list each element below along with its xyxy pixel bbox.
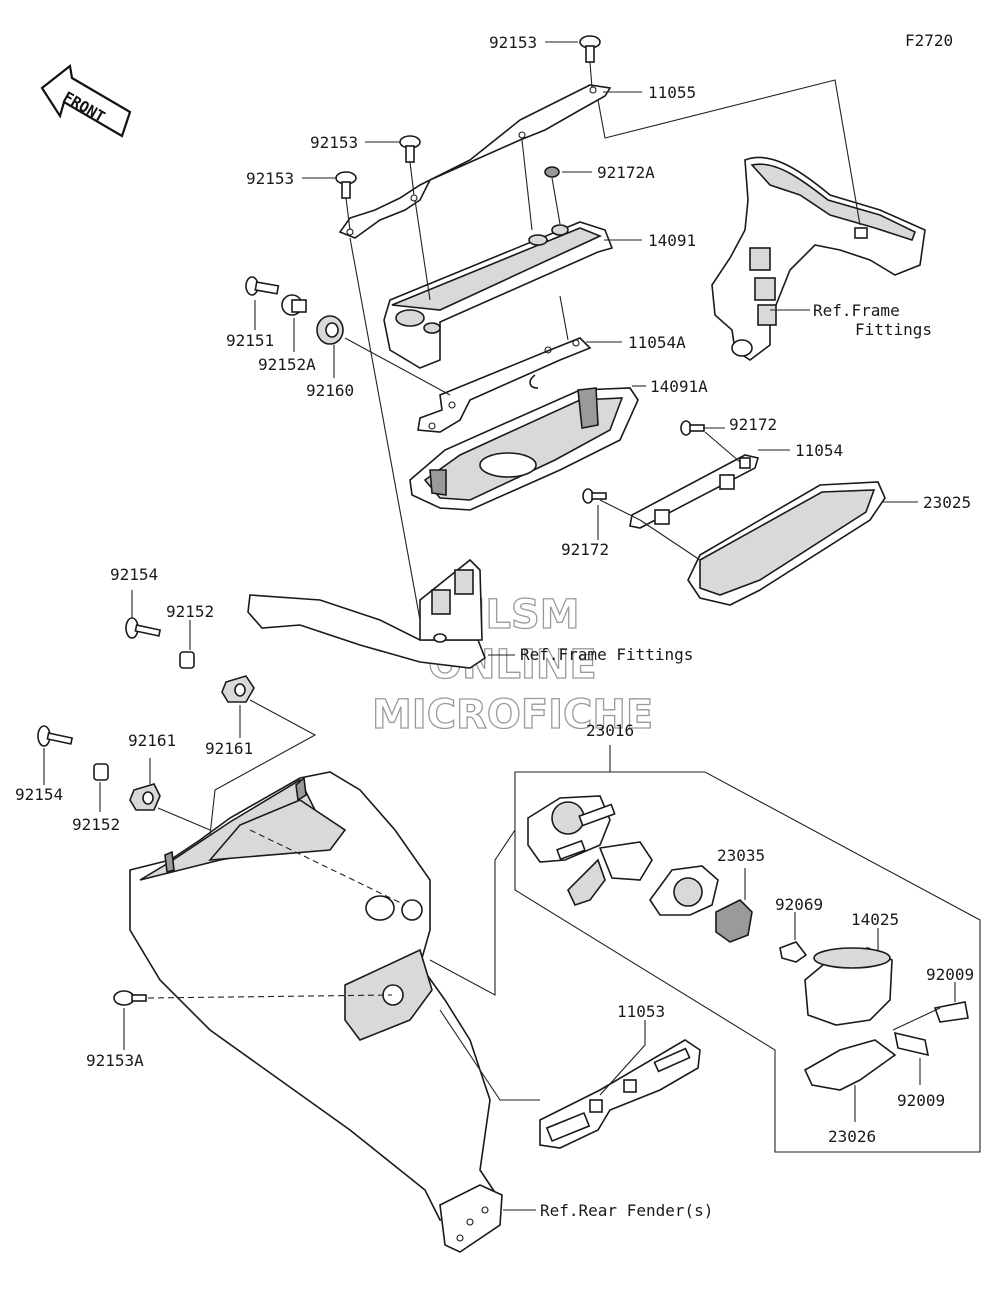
grab-handle-14091-drawing: [383, 221, 614, 369]
collar-92152-upper-icon: [179, 651, 195, 669]
callout-92152-lower: 92152: [72, 815, 120, 834]
callout-92172A: 92172A: [597, 163, 655, 182]
taillight-23025-drawing: [687, 481, 886, 606]
frame-fittings-lower-drawing: [247, 558, 486, 669]
callout-23016: 23016: [586, 721, 634, 740]
callout-92009-upper: 92009: [926, 965, 974, 984]
callout-23035: 23035: [717, 846, 765, 865]
ref-frame-fittings-upper-line-2: Fittings: [855, 320, 932, 339]
screw-92153-left-icon: [335, 171, 357, 199]
callout-92172-upper: 92172: [729, 415, 777, 434]
callout-92009-lower: 92009: [897, 1091, 945, 1110]
watermark: HLSM ONLINE MICROFICHE: [371, 591, 654, 738]
screw-92172-upper-icon: [680, 420, 705, 436]
watermark-line-3: MICROFICHE: [372, 692, 653, 738]
callout-92069: 92069: [775, 895, 823, 914]
callout-labels: 92153 11055 92153 92172A 92153 14091 921…: [15, 33, 974, 1146]
rail-11055-drawing: [338, 84, 612, 239]
small-parts: [37, 35, 705, 1006]
callout-11054A: 11054A: [628, 333, 686, 352]
callout-92172-lower: 92172: [561, 540, 609, 559]
bracket-11054-drawing: [629, 454, 760, 529]
frame-fittings-upper-drawing: [711, 156, 926, 361]
bracket-11054A-drawing: [417, 337, 592, 433]
callout-92161-right: 92161: [205, 739, 253, 758]
callout-92152-upper: 92152: [166, 602, 214, 621]
callout-92154-lower: 92154: [15, 785, 63, 804]
screw-92154-lower-icon: [37, 725, 74, 747]
callout-92153-mid: 92153: [310, 133, 358, 152]
license-bracket-11053-drawing: [539, 1039, 701, 1149]
callout-92153A: 92153A: [86, 1051, 144, 1070]
ref-frame-fittings-lower: Ref.Frame Fittings: [520, 645, 693, 664]
ref-frame-fittings-upper-line-1: Ref.Frame: [813, 301, 900, 320]
collar-92152-lower-icon: [93, 763, 109, 781]
collar-92152A-icon: [281, 294, 307, 316]
license-light-assembly-drawing: [527, 795, 969, 1091]
ref-rear-fender: Ref.Rear Fender(s): [540, 1201, 713, 1220]
callout-23026: 23026: [828, 1127, 876, 1146]
callout-92151: 92151: [226, 331, 274, 350]
screw-92153-mid-icon: [399, 135, 421, 163]
tray-14091A-drawing: [409, 374, 639, 511]
figure-code: F2720: [905, 31, 953, 50]
screw-92153A-icon: [113, 990, 147, 1006]
callout-92154-upper: 92154: [110, 565, 158, 584]
callout-92153-left: 92153: [246, 169, 294, 188]
front-arrow-icon: FRONT: [40, 63, 132, 138]
callout-11055: 11055: [648, 83, 696, 102]
grommet-92160-icon: [316, 315, 344, 345]
callout-14025: 14025: [851, 910, 899, 929]
callout-92153-top: 92153: [489, 33, 537, 52]
callout-11054: 11054: [795, 441, 843, 460]
screw-92172-lower-icon: [582, 488, 607, 504]
callout-14091: 14091: [648, 231, 696, 250]
rear-fender-drawing: [129, 771, 503, 1253]
callout-14091A: 14091A: [650, 377, 708, 396]
callout-92160: 92160: [306, 381, 354, 400]
reference-labels: Ref.Frame Fittings Ref.Frame Fittings Re…: [520, 301, 932, 1220]
callout-92152A: 92152A: [258, 355, 316, 374]
screw-92154-upper-icon: [125, 617, 162, 639]
screw-92172A-icon: [544, 166, 560, 178]
callout-23025: 23025: [923, 493, 971, 512]
grommet-92161-right-icon: [221, 675, 255, 703]
leader-lines: [43, 41, 981, 1211]
grommet-92161-left-icon: [129, 783, 161, 811]
callout-11053: 11053: [617, 1002, 665, 1021]
callout-92161-left: 92161: [128, 731, 176, 750]
bolt-92151-icon: [245, 276, 280, 296]
screw-92153-top-icon: [579, 35, 601, 63]
